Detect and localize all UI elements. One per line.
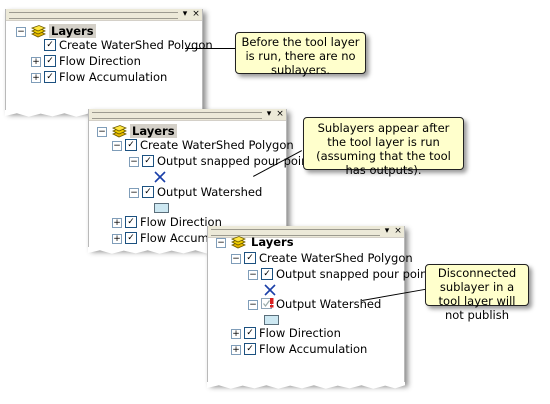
toc-panel-before-run: ▾ × − Layers ✓ Create WaterShed Polygon …: [5, 9, 213, 117]
layers-stack-icon: [30, 25, 46, 38]
expand-icon[interactable]: +: [231, 329, 241, 339]
callout-text: Before the tool layer is run, there are …: [241, 35, 360, 77]
visibility-checkbox[interactable]: ✓: [142, 155, 154, 167]
visibility-checkbox[interactable]: ✓: [142, 186, 154, 198]
layer-label: Flow Direction: [140, 215, 222, 229]
layer-label: Flow Accumulation: [59, 70, 168, 84]
visibility-checkbox[interactable]: ✓: [261, 268, 273, 280]
collapse-icon[interactable]: −: [97, 127, 107, 137]
callout-leader-line: [185, 48, 236, 49]
sublayer-label: Output snapped pour poin: [276, 267, 428, 281]
layers-stack-icon: [230, 236, 246, 249]
drag-grip[interactable]: [211, 229, 380, 236]
visibility-checkbox[interactable]: ✓: [44, 39, 56, 51]
layer-label: Create WaterShed Polygon: [59, 38, 213, 52]
callout-disconnected: Disconnected sublayer in a tool layer wi…: [425, 264, 529, 322]
visibility-checkbox[interactable]: ✓: [125, 232, 137, 244]
auto-hide-pin-icon[interactable]: ▾: [384, 226, 390, 236]
polygon-symbol-icon: [264, 315, 279, 325]
toc-panel-after-run: ▾ × − Layers − ✓ Create WaterShed Polygo…: [88, 109, 308, 254]
drag-grip[interactable]: [9, 12, 178, 19]
layer-label: Flow Accumul: [140, 231, 220, 245]
collapse-icon[interactable]: −: [129, 157, 139, 167]
layer-label: Flow Accumulation: [259, 342, 368, 356]
collapse-icon[interactable]: −: [112, 141, 122, 151]
layers-root-label: Layers: [49, 24, 96, 38]
close-icon[interactable]: ×: [394, 226, 402, 236]
visibility-checkbox[interactable]: ✓: [44, 71, 56, 83]
panel-titlebar[interactable]: ▾ ×: [89, 109, 286, 121]
layer-label: Flow Direction: [259, 326, 341, 340]
sublayer-label: Output Watershed: [157, 185, 263, 199]
collapse-icon[interactable]: −: [248, 270, 258, 280]
visibility-checkbox[interactable]: ✓: [244, 327, 256, 339]
callout-after-run: Sublayers appear after the tool layer is…: [303, 117, 464, 177]
expand-icon[interactable]: +: [112, 218, 122, 228]
torn-edge: [88, 247, 287, 254]
layers-stack-icon: [111, 125, 127, 138]
panel-titlebar[interactable]: ▾ ×: [6, 9, 202, 21]
drag-grip[interactable]: [92, 112, 262, 119]
auto-hide-pin-icon[interactable]: ▾: [182, 9, 188, 19]
collapse-icon[interactable]: −: [216, 238, 226, 248]
expand-icon[interactable]: +: [31, 57, 41, 67]
expand-icon[interactable]: +: [112, 234, 122, 244]
collapse-icon[interactable]: −: [248, 300, 258, 310]
disconnected-checkbox-icon[interactable]: [261, 298, 274, 310]
visibility-checkbox[interactable]: ✓: [125, 216, 137, 228]
collapse-icon[interactable]: −: [231, 254, 241, 264]
visibility-checkbox[interactable]: ✓: [44, 55, 56, 67]
point-symbol-icon: [263, 282, 277, 296]
visibility-checkbox[interactable]: ✓: [125, 139, 137, 151]
expand-icon[interactable]: +: [231, 345, 241, 355]
sublayer-label: Output Watershed: [276, 297, 382, 311]
close-icon[interactable]: ×: [276, 109, 284, 119]
expand-icon[interactable]: +: [31, 73, 41, 83]
tool-layer-label: Create WaterShed Polygon: [259, 251, 413, 265]
torn-edge: [207, 382, 405, 389]
layers-root-label: Layers: [130, 124, 177, 138]
tool-layer-label: Create WaterShed Polygon: [140, 138, 294, 152]
close-icon[interactable]: ×: [192, 9, 200, 19]
collapse-icon[interactable]: −: [129, 188, 139, 198]
sublayer-label: Output snapped pour poin: [157, 154, 309, 168]
visibility-checkbox[interactable]: ✓: [244, 343, 256, 355]
toc-panel-disconnected: ▾ × − Layers − ✓ Create WaterShed Polygo…: [207, 226, 427, 389]
layer-label: Flow Direction: [59, 54, 141, 68]
callout-text: Disconnected sublayer in a tool layer wi…: [437, 266, 517, 322]
point-symbol-icon: [153, 169, 167, 183]
visibility-checkbox[interactable]: ✓: [244, 252, 256, 264]
callout-text: Sublayers appear after the tool layer is…: [316, 121, 451, 177]
polygon-symbol-icon: [154, 203, 169, 213]
collapse-icon[interactable]: −: [16, 27, 26, 37]
layers-root-label: Layers: [251, 235, 294, 249]
panel-titlebar[interactable]: ▾ ×: [208, 226, 404, 238]
callout-before-run: Before the tool layer is run, there are …: [235, 32, 366, 77]
auto-hide-pin-icon[interactable]: ▾: [266, 109, 272, 119]
